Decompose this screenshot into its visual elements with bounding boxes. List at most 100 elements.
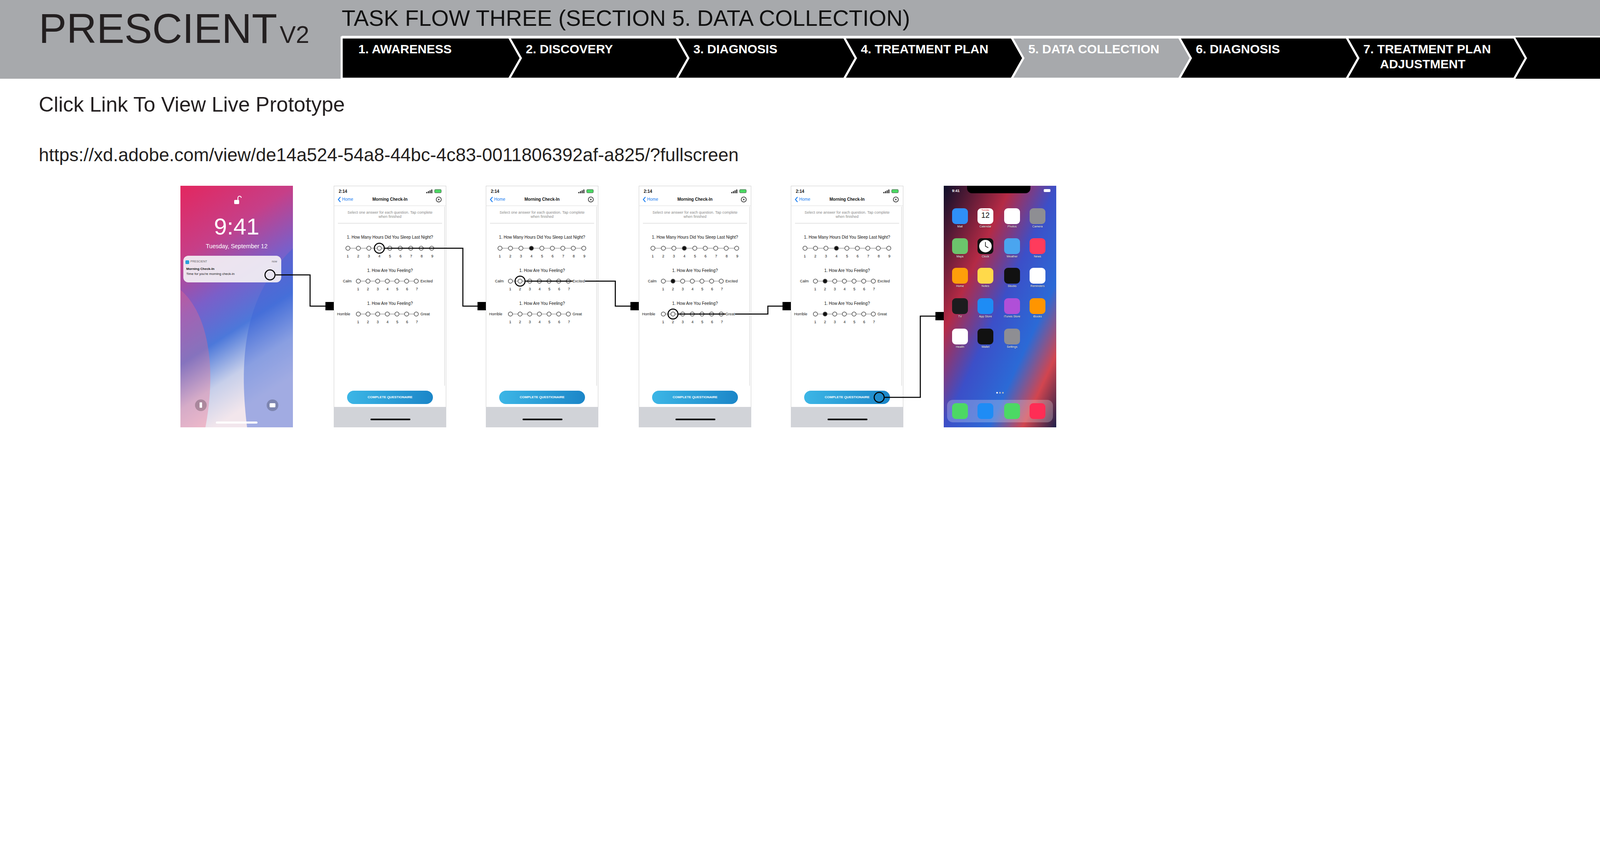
- screen-background: [639, 186, 752, 428]
- app-label: Home: [956, 284, 965, 288]
- scale-numbers: 1 2 3 4 5 6 7: [509, 287, 570, 292]
- back-link: Home: [647, 197, 659, 203]
- scale-numbers: 1 2 3 4 5 6 7 8 9: [651, 254, 739, 259]
- home-indicator: [675, 418, 716, 421]
- signal-bar: [431, 189, 433, 194]
- prototype-url: https://xd.adobe.com/view/de14a524-54a8-…: [38, 145, 739, 165]
- home-indicator: [215, 421, 258, 424]
- scale-dot: [508, 312, 513, 317]
- app-label: iBooks: [1032, 315, 1042, 319]
- signal-bar: [885, 191, 887, 194]
- flow-connector: [598, 281, 639, 307]
- app-icon: [1004, 267, 1020, 284]
- wallpaper-ribbon: [180, 290, 211, 428]
- scale-numbers: 1 2 3 4 5 6 7 8 9: [803, 254, 891, 259]
- signal-bar: [736, 189, 738, 194]
- app-name: PRESCIENT: [190, 260, 208, 264]
- notification-app-icon: [185, 260, 190, 265]
- signal-bar: [580, 191, 582, 194]
- scale-dot: [497, 246, 503, 251]
- scale-end-label: Great: [572, 312, 583, 317]
- scale-dot: [813, 312, 818, 317]
- step-chevron: 6. DIAGNOSIS: [1179, 37, 1359, 79]
- instructions-divider: [642, 223, 748, 224]
- back-chevron: [643, 197, 646, 203]
- scale-dot: [395, 312, 400, 317]
- scale-dot: [832, 312, 837, 317]
- signal-bar: [426, 192, 428, 194]
- app-icon: [1029, 208, 1046, 225]
- scale-dot: [709, 279, 714, 284]
- dock-icon: [977, 403, 994, 420]
- scale-end-label: Excited: [572, 279, 585, 284]
- scale-dot: [823, 246, 828, 251]
- app-icon: [977, 267, 994, 284]
- question: 1. How Are You Feeling?: [824, 268, 870, 274]
- scale-dot: [527, 312, 532, 317]
- battery: [891, 189, 899, 193]
- scale-dot: [719, 279, 724, 284]
- step-label: 5. DATA COLLECTION: [1028, 37, 1179, 57]
- app-icon: [1029, 298, 1046, 315]
- calendar-day: Tuesday: [981, 209, 990, 212]
- scale-dot: [852, 312, 857, 317]
- question: 1. How Many Hours Did You Sleep Last Nig…: [804, 235, 891, 240]
- signal-bar: [734, 190, 736, 194]
- app-label: Photos: [1007, 225, 1017, 229]
- scale-dot: [861, 279, 866, 284]
- button-label: COMPLETE QUESTIONAIRE: [519, 395, 565, 400]
- signal-bar: [886, 190, 888, 194]
- scale-end-label: Great: [877, 312, 888, 317]
- notification-body: Time for you're morning check-in: [186, 272, 235, 276]
- back-link: Home: [342, 197, 354, 203]
- scale-dot: [385, 279, 390, 284]
- app-icon: [952, 208, 968, 225]
- screen-title: Morning Check-In: [372, 197, 408, 203]
- app-label: Clock: [981, 255, 990, 259]
- scroll-edge: [749, 206, 750, 386]
- back-chevron: [795, 197, 798, 203]
- scale-dot-selected: [670, 279, 675, 284]
- dock-icon: [1029, 403, 1046, 420]
- app-icon: [1029, 238, 1046, 255]
- scale-end-label: Excited: [420, 279, 433, 284]
- screen-illustration: [333, 185, 447, 428]
- step-chevron: 2. DISCOVERY: [509, 37, 689, 79]
- button-label: COMPLETE QUESTIONAIRE: [367, 395, 413, 400]
- date: Tuesday, September 12: [205, 242, 268, 250]
- scale-dot: [700, 279, 705, 284]
- instructions: Select one answer for each question. Tap…: [651, 210, 739, 220]
- app-icon: [977, 208, 994, 225]
- scale-dot: [356, 312, 361, 317]
- dock: [947, 400, 1053, 423]
- scale-dot-selected: [822, 279, 828, 284]
- scale-numbers: 1 2 3 4 5 6 7: [662, 287, 723, 292]
- logo-band: [0, 0, 342, 79]
- flow-connector: [292, 275, 334, 307]
- lock-shackle: [237, 196, 242, 200]
- nav-divider: [790, 205, 904, 207]
- instructions-divider: [490, 223, 595, 224]
- scale-dot: [517, 312, 523, 317]
- question: 1. How Are You Feeling?: [367, 301, 413, 307]
- flashlight-glyph: [199, 402, 203, 408]
- camera-button: [266, 399, 279, 412]
- tap-leader: [884, 397, 904, 399]
- home-indicator: [827, 418, 868, 421]
- settings-gear-hub: [437, 198, 440, 201]
- scale-end-label: Horrible: [489, 312, 503, 317]
- app-icon: [1004, 238, 1020, 255]
- step-label: 6. DIAGNOSIS: [1195, 37, 1346, 57]
- tap-leader: [525, 280, 599, 283]
- scale-dot: [414, 279, 419, 284]
- scale-dot: [871, 312, 876, 317]
- phone-screen: 2:14HomeMorning Check-InSelect one answe…: [790, 185, 904, 428]
- screen-background: [334, 186, 447, 428]
- app-icon: [952, 328, 968, 345]
- battery: [434, 189, 442, 193]
- scale-dot: [671, 246, 676, 251]
- signal-bar: [731, 192, 733, 194]
- logo-version: V2: [279, 22, 310, 47]
- scale-dot: [540, 246, 545, 251]
- flow-connector: [751, 306, 791, 315]
